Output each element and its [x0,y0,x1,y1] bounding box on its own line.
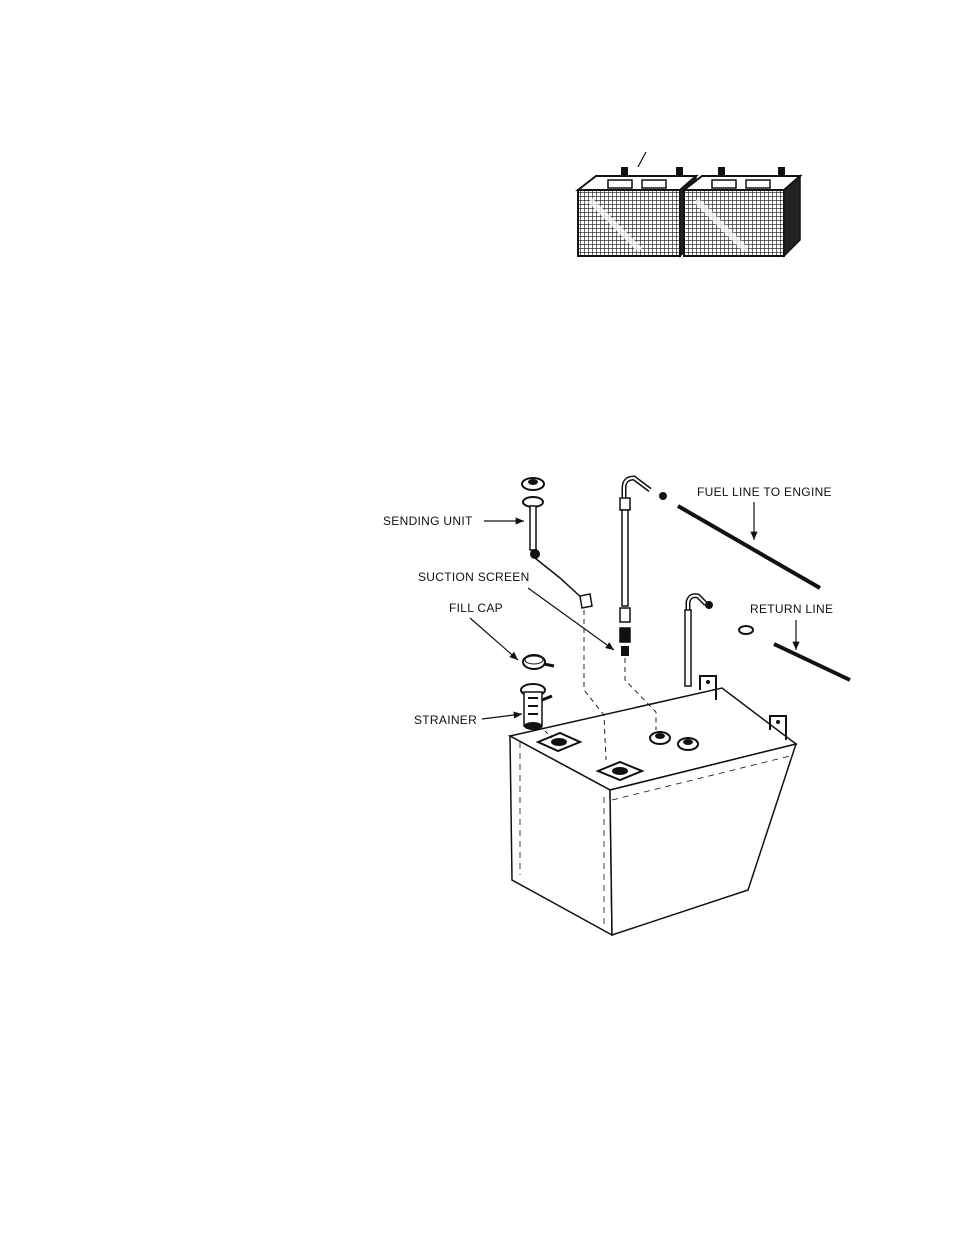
label-suction-screen: SUCTION SCREEN [418,570,530,584]
bracket-right [769,715,787,740]
fuel-pickup-tube [619,475,667,730]
label-group-fuel-line: FUEL LINE TO ENGINE [697,485,832,540]
battery-left [575,167,699,258]
suction-screen-part [621,646,629,656]
label-strainer: STRAINER [414,713,477,727]
label-fuel-line-to-engine: FUEL LINE TO ENGINE [697,485,832,499]
return-line [773,642,851,682]
label-fill-cap: FILL CAP [449,601,503,615]
bracket-left [699,675,717,700]
sending-unit [521,477,607,761]
label-group-strainer: STRAINER [414,711,523,727]
fill-cap [522,654,555,670]
return-washer [738,625,754,635]
battery-callout-line [637,151,647,168]
return-tube [684,593,851,687]
label-return-line: RETURN LINE [750,602,833,616]
fuel-tank [507,675,798,937]
fuel-nut [659,492,667,500]
label-group-fill-cap: FILL CAP [449,601,519,661]
battery-right [681,167,803,258]
fuel-line-to-engine [676,504,822,590]
label-group-return-line: RETURN LINE [750,602,833,650]
label-sending-unit: SENDING UNIT [383,514,473,528]
label-group-sending-unit: SENDING UNIT [383,514,524,528]
batteries [575,151,803,258]
label-group-suction-screen: SUCTION SCREEN [418,570,615,651]
strainer [520,683,553,739]
